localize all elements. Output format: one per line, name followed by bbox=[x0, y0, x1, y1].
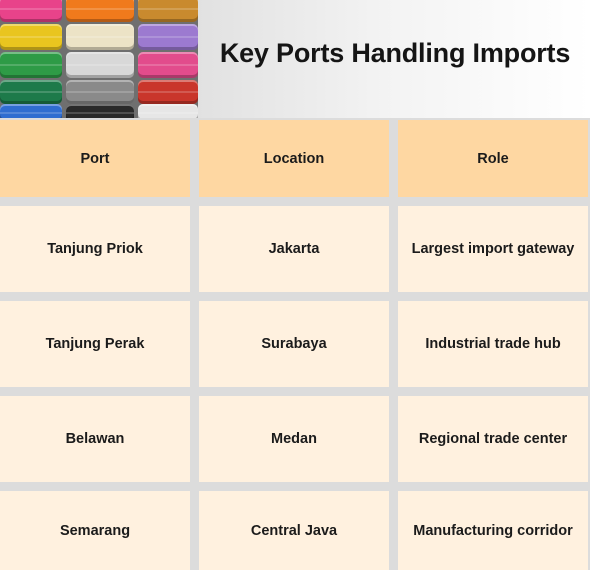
table-cell-port: Tanjung Perak bbox=[0, 301, 190, 387]
table-cell-role: Regional trade center bbox=[398, 396, 588, 482]
table-cell-location: Surabaya bbox=[199, 301, 389, 387]
header-port: Port bbox=[0, 120, 190, 197]
table-cell-location: Central Java bbox=[199, 491, 389, 570]
header-role: Role bbox=[398, 120, 588, 197]
table-cell-role: Industrial trade hub bbox=[398, 301, 588, 387]
title-banner: Key Ports Handling Imports bbox=[0, 0, 590, 118]
header-location: Location bbox=[199, 120, 389, 197]
table-cell-port: Semarang bbox=[0, 491, 190, 570]
page-title: Key Ports Handling Imports bbox=[219, 38, 571, 68]
table-cell-location: Medan bbox=[199, 396, 389, 482]
table-cell-port: Tanjung Priok bbox=[0, 206, 190, 292]
colorful-spools-photo bbox=[0, 0, 198, 118]
table-cell-role: Largest import gateway bbox=[398, 206, 588, 292]
table-cell-role: Manufacturing corridor bbox=[398, 491, 588, 570]
table-cell-port: Belawan bbox=[0, 396, 190, 482]
ports-table: Port Location Role Tanjung Priok Jakarta… bbox=[0, 118, 590, 570]
table-cell-location: Jakarta bbox=[199, 206, 389, 292]
